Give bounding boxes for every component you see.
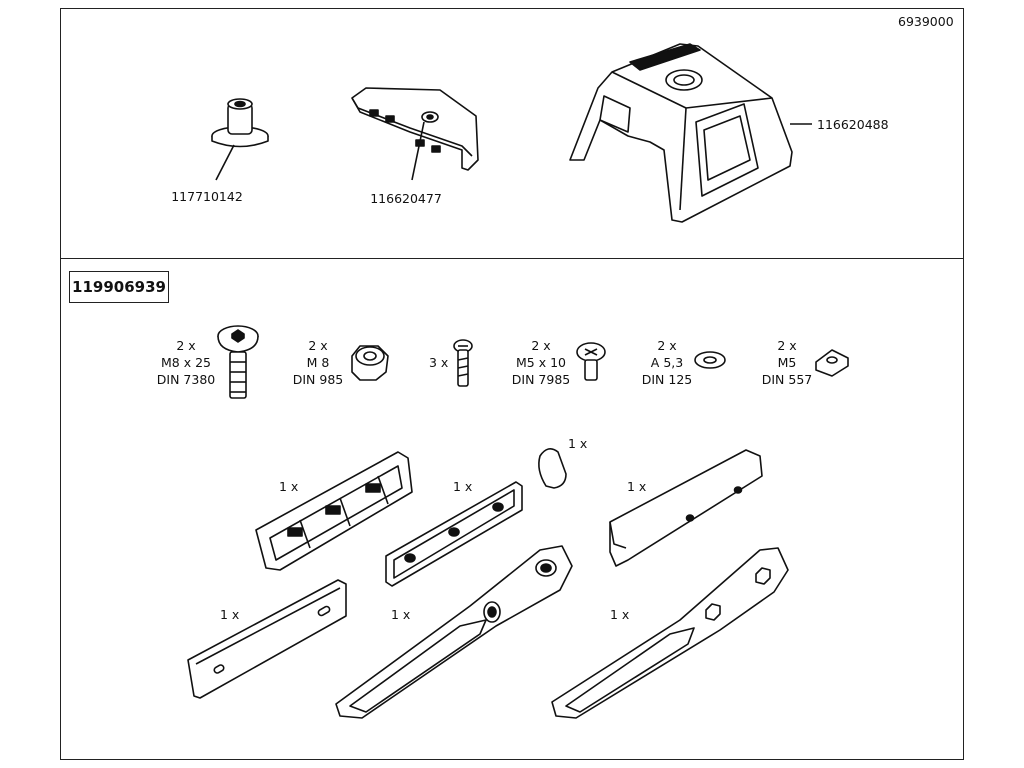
qty-three-hole-plate: 1 x [453,479,473,494]
hardware-label-square-nut: 2 x M5 DIN 557 [762,337,813,388]
hardware-label-screw: 3 x [429,355,449,370]
washer-drawing [694,351,726,369]
hardware-size: M5 x 10 [515,355,566,370]
hardware-label-washer: 2 x A 5,3 DIN 125 [642,337,693,388]
qty-ribbed-pad: 1 x [279,479,299,494]
square-nut-drawing [815,349,849,377]
qty-two-hole-cap: 1 x [627,479,647,494]
hardware-qty: 2 x [308,338,328,353]
sheet-number: 6939000 [898,14,954,29]
kit-number-box: 119906939 [69,271,169,303]
hardware-standard: DIN 7985 [511,372,571,387]
qty-triangle-spacer: 1 x [568,436,588,451]
bolt-m8-drawing [217,325,259,399]
drawing-frame [60,8,964,760]
part-label-foot-cover: 116620488 [817,117,889,132]
bushing-part-drawing [211,98,269,181]
ribbed-pad-drawing [255,451,413,571]
hardware-label-bolt: 2 x M8 x 25 DIN 7380 [157,337,215,388]
part-label-bushing: 117710142 [171,189,243,204]
hardware-qty: 2 x [176,338,196,353]
slotted-strip-drawing [187,579,347,699]
qty-arm-right: 1 x [610,607,630,622]
triangle-spacer-drawing [538,448,567,489]
hardware-standard: DIN 7380 [156,372,216,387]
hardware-qty: 2 x [531,338,551,353]
hardware-standard: DIN 985 [292,372,344,387]
hardware-label-screw-m5: 2 x M5 x 10 DIN 7985 [512,337,570,388]
hardware-qty: 2 x [657,338,677,353]
hardware-size: A 5,3 [650,355,684,370]
hardware-standard: DIN 125 [641,372,693,387]
qty-arm-left: 1 x [391,607,411,622]
hardware-standard: DIN 557 [761,372,813,387]
clamp-block-part-drawing [351,87,479,181]
hardware-qty: 2 x [777,338,797,353]
hardware-size: M 8 [306,355,330,370]
section-divider [60,258,964,259]
foot-cover-part-drawing [569,43,812,223]
nut-m8-drawing [351,345,389,381]
hardware-label-nut: 2 x M 8 DIN 985 [293,337,344,388]
three-hole-plate-drawing [385,481,523,587]
qty-slotted-strip: 1 x [220,607,240,622]
arm-right-drawing [551,547,789,719]
two-hole-cap-drawing [609,449,763,567]
kit-number: 119906939 [72,278,166,296]
hardware-size: M5 [777,355,797,370]
hardware-size: M8 x 25 [160,355,211,370]
part-label-clamp-block: 116620477 [370,191,442,206]
arm-left-drawing [335,545,573,719]
screw-drawing [453,339,473,387]
screw-m5-drawing [576,342,606,381]
